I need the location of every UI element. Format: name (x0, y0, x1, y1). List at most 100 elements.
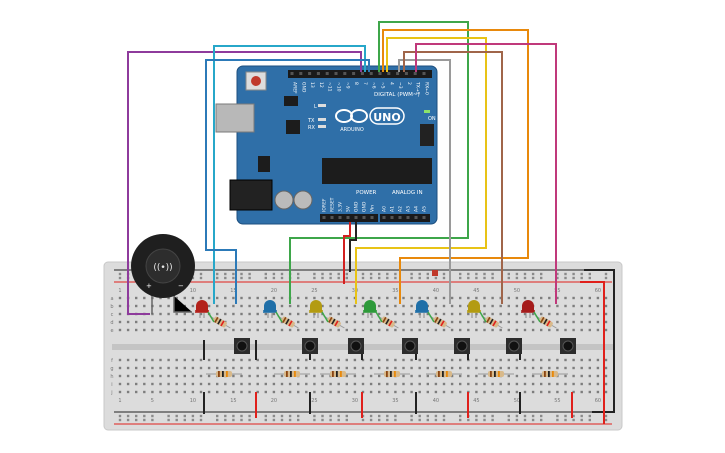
rail-hole (394, 276, 397, 280)
hole (483, 304, 486, 308)
hole (329, 366, 332, 370)
wire-purple (127, 51, 362, 315)
row-letter: d (110, 320, 113, 326)
hole (426, 320, 429, 324)
hole (175, 366, 178, 370)
hole (345, 328, 348, 332)
hole (240, 304, 243, 308)
rail-hole (483, 272, 486, 276)
hole (167, 374, 170, 378)
hole (159, 328, 162, 332)
rail-hole (418, 272, 421, 276)
hole (167, 312, 170, 316)
hole (337, 358, 340, 362)
hole (321, 382, 324, 386)
hole (540, 328, 543, 332)
row-letter: h (110, 374, 113, 380)
hole (313, 390, 316, 394)
hole (232, 390, 235, 394)
hole (232, 374, 235, 378)
hole (199, 366, 203, 370)
hole (207, 304, 211, 308)
rail-hole (135, 414, 138, 418)
hole (459, 328, 462, 332)
hole (507, 390, 510, 394)
hole (459, 366, 462, 370)
rail-hole (580, 272, 583, 276)
hole (410, 374, 413, 378)
hole (175, 374, 178, 378)
wire-black-gnd (349, 222, 357, 272)
hole (564, 382, 567, 386)
hole (459, 296, 462, 300)
push-button[interactable] (234, 338, 250, 354)
hole (345, 390, 348, 394)
rail-hole (426, 272, 429, 276)
hole (580, 358, 583, 362)
rail-hole (459, 414, 462, 418)
hole (175, 312, 178, 316)
hole (297, 320, 300, 324)
pin-label: 2 (406, 82, 412, 85)
rail-hole (434, 276, 438, 280)
hole (240, 312, 243, 316)
rail-hole (531, 414, 535, 418)
hole (369, 382, 373, 386)
hole (378, 382, 381, 386)
rail-hole (564, 272, 567, 276)
push-button[interactable] (560, 338, 576, 354)
hole (297, 328, 300, 332)
hole (118, 312, 122, 316)
rail-hole (297, 418, 300, 422)
usb-port (215, 103, 255, 133)
push-button[interactable] (348, 338, 364, 354)
hole (199, 382, 203, 386)
hole (191, 358, 195, 362)
rail-hole (240, 414, 243, 418)
rail-hole (118, 272, 122, 276)
rail-hole (264, 414, 267, 418)
hole (580, 304, 583, 308)
hole (207, 328, 211, 332)
hole (288, 390, 292, 394)
push-button[interactable] (302, 338, 318, 354)
hole (321, 374, 324, 378)
hole (507, 320, 510, 324)
rail-hole (199, 272, 203, 276)
hole (523, 358, 527, 362)
hole (264, 390, 267, 394)
digital-label: DIGITAL (PWM~) (374, 92, 420, 98)
hole (175, 358, 178, 362)
hole (531, 358, 535, 362)
hole (596, 374, 600, 378)
hole (588, 358, 591, 362)
hole (248, 366, 251, 370)
hole (361, 320, 365, 324)
column-number: 20 (271, 288, 277, 294)
hole (135, 382, 138, 386)
push-button[interactable] (506, 338, 522, 354)
hole (167, 390, 170, 394)
rail-hole (459, 276, 462, 280)
hole (491, 304, 494, 308)
hole (572, 366, 575, 370)
rail-hole (118, 414, 122, 418)
hole (240, 390, 243, 394)
hole (459, 304, 462, 308)
push-button[interactable] (402, 338, 418, 354)
rail-hole (118, 418, 122, 422)
column-number: 15 (230, 398, 236, 404)
hole (483, 366, 486, 370)
resistor-top (323, 315, 345, 329)
rail-hole (345, 414, 348, 418)
rail-hole (232, 414, 235, 418)
hole (450, 296, 454, 300)
hole (507, 382, 510, 386)
arduino-brand-label: ARDUINO (340, 127, 364, 133)
rail-hole (321, 418, 324, 422)
hole (515, 374, 519, 378)
hole (564, 374, 567, 378)
wire-gray (398, 59, 451, 304)
rail-hole (426, 414, 429, 418)
push-button[interactable] (454, 338, 470, 354)
